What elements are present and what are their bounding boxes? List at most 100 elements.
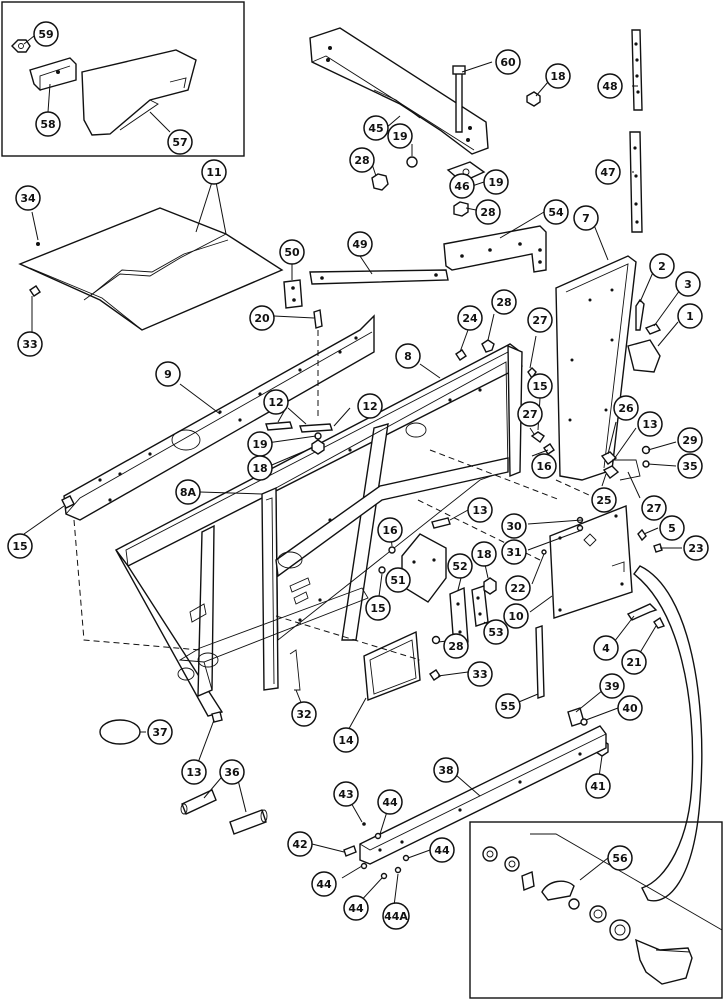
callout-circle <box>433 757 459 783</box>
callout-circle <box>291 701 317 727</box>
callout-circle <box>387 123 413 149</box>
callout-circle <box>475 199 501 225</box>
washer-22 <box>541 549 547 555</box>
upper-mid-parts <box>283 225 547 309</box>
bolt-60 <box>455 71 463 133</box>
callout-41: 41 <box>585 773 611 799</box>
callout-45: 45 <box>363 115 389 141</box>
callout-circle <box>17 331 43 357</box>
callout-9: 9 <box>155 361 181 387</box>
callout-circle <box>175 479 201 505</box>
callout-label: 13 <box>472 504 487 517</box>
door-10 <box>549 504 633 619</box>
callout-circle <box>683 535 709 561</box>
callout-label: 3 <box>684 278 692 291</box>
main-frame-8 <box>114 343 523 717</box>
callout-label: 33 <box>472 668 487 681</box>
callout-circle <box>167 129 193 155</box>
bar-38 <box>343 725 607 880</box>
callout-label: 44A <box>384 910 408 923</box>
callout-label: 15 <box>12 540 27 553</box>
callout-label: 58 <box>40 118 55 131</box>
callout-37: 37 <box>147 719 173 745</box>
callout-circle <box>365 595 391 621</box>
callout-label: 18 <box>252 462 267 475</box>
callout-label: 16 <box>382 524 398 537</box>
callout-label: 31 <box>506 546 521 559</box>
callout-label: 36 <box>224 766 240 779</box>
inset-frame-bottom-right <box>469 821 723 999</box>
nut-33b <box>429 669 441 681</box>
callout-label: 19 <box>392 130 407 143</box>
callout-circle <box>501 513 527 539</box>
washer-40 <box>580 718 588 726</box>
callout-44: 44 <box>311 871 337 897</box>
callout-circle <box>531 453 557 479</box>
callout-label: 18 <box>550 70 565 83</box>
bolt-42 <box>343 845 357 857</box>
bolt-13c <box>211 711 223 723</box>
nut-44A <box>394 866 402 874</box>
callout-14: 14 <box>333 727 359 753</box>
callout-13: 13 <box>181 759 207 785</box>
callout-label: 44 <box>348 902 364 915</box>
callout-19: 19 <box>387 123 413 149</box>
cover-14 <box>363 630 421 701</box>
rod-55 <box>535 625 545 699</box>
callout-circle <box>279 239 305 265</box>
callout-circle <box>249 305 275 331</box>
callout-label: 37 <box>152 726 167 739</box>
callout-circle <box>599 673 625 699</box>
callout-28: 28 <box>349 147 375 173</box>
callout-48: 48 <box>597 73 623 99</box>
shield-plate-57 <box>81 49 197 136</box>
callout-circle <box>347 231 373 257</box>
callout-label: 52 <box>452 560 467 573</box>
callout-circle <box>641 495 667 521</box>
nut-28a <box>371 173 389 191</box>
callout-label: 28 <box>448 640 463 653</box>
callout-label: 8A <box>180 486 197 499</box>
washer-19a <box>406 156 418 168</box>
callout-circle <box>483 619 509 645</box>
callout-circle <box>649 253 675 279</box>
callout-circle <box>382 902 410 930</box>
callout-circle <box>443 633 469 659</box>
strap-48 <box>631 29 643 111</box>
callout-label: 30 <box>506 520 522 533</box>
callout-24: 24 <box>457 305 483 331</box>
callout-label: 34 <box>20 192 36 205</box>
callout-circle <box>385 567 411 593</box>
callout-label: 51 <box>390 574 405 587</box>
callout-label: 41 <box>590 780 605 793</box>
callout-label: 15 <box>532 380 547 393</box>
callout-44: 44 <box>377 789 403 815</box>
callout-circle <box>333 781 359 807</box>
callout-circle <box>349 147 375 173</box>
inset-bottom-right <box>469 821 723 999</box>
straps-right <box>629 29 643 233</box>
callout-circle <box>287 831 313 857</box>
callout-label: 42 <box>292 838 307 851</box>
callout-53: 53 <box>483 619 509 645</box>
callout-label: 16 <box>536 460 552 473</box>
callout-2: 2 <box>649 253 675 279</box>
callout-label: 29 <box>682 434 697 447</box>
callout-circle <box>35 111 61 137</box>
callout-circle <box>219 759 245 785</box>
nut-28c <box>481 339 495 353</box>
callout-circle <box>181 759 207 785</box>
callout-27: 27 <box>527 307 553 333</box>
callout-42: 42 <box>287 831 313 857</box>
cap-37 <box>99 719 141 745</box>
callout-label: 44 <box>434 844 450 857</box>
pin-27c <box>612 459 641 481</box>
lower-parts <box>211 625 609 757</box>
plate-53 <box>471 585 489 627</box>
callout-circle <box>495 693 521 719</box>
nut-25 <box>602 465 620 479</box>
callout-label: 7 <box>582 212 590 225</box>
callout-44: 44 <box>343 895 369 921</box>
callout-label: 1 <box>686 310 694 323</box>
callout-38: 38 <box>433 757 459 783</box>
